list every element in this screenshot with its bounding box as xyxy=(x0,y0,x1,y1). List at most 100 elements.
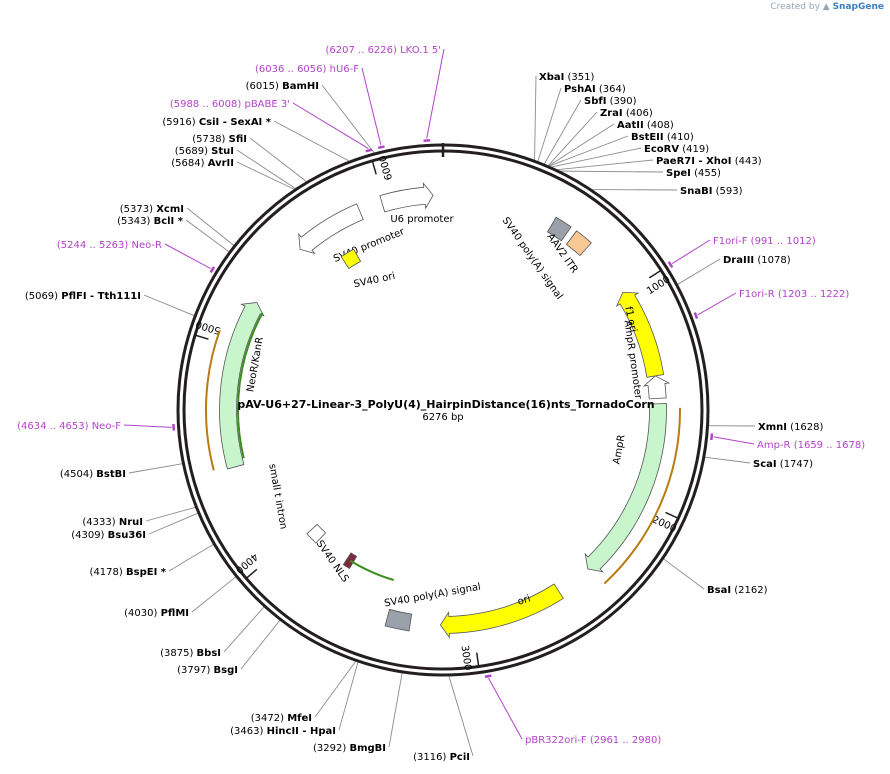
enzyme-coord: (4030) xyxy=(124,608,157,619)
feature-neor-kanr[interactable] xyxy=(219,302,265,470)
enzyme-spei[interactable]: SpeI (455) xyxy=(666,168,721,179)
feature-label-f1-ori: f1 ori xyxy=(622,306,638,334)
primer-pbabe-3[interactable]: (5988 .. 6008) pBABE 3' xyxy=(170,99,290,110)
leader-pshai xyxy=(537,87,562,162)
enzyme-bsgi[interactable]: (3797) BsgI xyxy=(177,665,238,676)
enzyme-name: PshAI xyxy=(564,84,596,95)
enzyme-xcmi[interactable]: (5373) XcmI xyxy=(120,204,184,215)
primer-leader-neo-f xyxy=(123,424,172,428)
primer-f1ori-r[interactable]: F1ori-R (1203 .. 1222) xyxy=(739,289,849,300)
enzyme-bsteii[interactable]: BstEII (410) xyxy=(631,132,694,143)
feature-sv40-promoter[interactable] xyxy=(298,203,364,255)
enzyme-name: EcoRV xyxy=(644,144,679,155)
primer-name: F1ori-R xyxy=(739,289,775,300)
enzyme-bamhi[interactable]: (6015) BamHI xyxy=(246,81,319,92)
enzyme-bsu36i[interactable]: (4309) Bsu36I xyxy=(71,530,146,541)
enzyme-bbsi[interactable]: (3875) BbsI xyxy=(160,648,221,659)
tick-6000 xyxy=(371,161,377,175)
leader-pflmi xyxy=(191,576,237,613)
feature-f1-ori[interactable] xyxy=(615,291,665,378)
enzyme-stui[interactable]: (5689) StuI xyxy=(175,146,234,157)
feature-sv40-poly-a-signal[interactable] xyxy=(384,608,413,632)
enzyme-bstbi[interactable]: (4504) BstBI xyxy=(60,469,126,480)
primer-name: pBR322ori-F xyxy=(525,735,587,746)
feature-sv40-nls[interactable] xyxy=(342,552,358,570)
feature-sv40-poly-a-signal[interactable] xyxy=(546,216,572,242)
orf-line xyxy=(237,312,264,459)
snapgene-credit: Created by ▲ SnapGene xyxy=(770,2,884,12)
enzyme-avrii[interactable]: (5684) AvrII xyxy=(171,158,234,169)
enzyme-csii[interactable]: (5916) CsiI - SexAI * xyxy=(162,117,271,128)
enzyme-name: ScaI xyxy=(753,459,777,470)
enzyme-name: BsaI xyxy=(707,585,731,596)
primer-mark-neo-r xyxy=(209,266,216,274)
feature-aav2-itr[interactable] xyxy=(565,230,592,257)
enzyme-name: AatII xyxy=(617,120,644,131)
leader-nrui xyxy=(145,506,196,522)
leader-bstbi xyxy=(128,463,183,474)
enzyme-coord: (5738) xyxy=(192,134,225,145)
enzyme-name: AvrII xyxy=(208,158,234,169)
orf-line xyxy=(349,559,394,581)
tick-2000 xyxy=(665,511,678,519)
primer-neo-f[interactable]: (4634 .. 4653) Neo-F xyxy=(17,421,121,432)
enzyme-sfii[interactable]: (5738) SfiI xyxy=(192,134,247,145)
enzyme-pflmi[interactable]: (4030) PflMI xyxy=(124,608,189,619)
enzyme-pshai[interactable]: PshAI (364) xyxy=(564,84,626,95)
enzyme-name: XmnI xyxy=(758,422,787,433)
enzyme-bcli[interactable]: (5343) BclI * xyxy=(117,216,184,227)
leader-draiii xyxy=(677,258,721,285)
primer-f1ori-f[interactable]: F1ori-F (991 .. 1012) xyxy=(713,236,816,247)
feature-ampr[interactable] xyxy=(584,403,667,573)
feature-small-t-intron[interactable] xyxy=(306,523,327,544)
enzyme-hincii[interactable]: (3463) HincII - HpaI xyxy=(230,726,336,737)
enzyme-coord: (3472) xyxy=(251,713,284,724)
enzyme-bmgbi[interactable]: (3292) BmgBI xyxy=(313,743,386,754)
enzyme-xbai[interactable]: XbaI (351) xyxy=(539,72,595,83)
enzyme-ecorv[interactable]: EcoRV (419) xyxy=(644,144,709,155)
enzyme-draiii[interactable]: DraIII (1078) xyxy=(723,255,791,266)
enzyme-coord: (390) xyxy=(610,96,637,107)
feature-label-sv40-ori: SV40 ori xyxy=(353,271,396,291)
primer-name: pBABE 3' xyxy=(244,99,290,110)
snapgene-logo-icon: ▲ xyxy=(822,2,830,12)
enzyme-coord: (410) xyxy=(667,132,694,143)
enzyme-zrai[interactable]: ZraI (406) xyxy=(600,108,653,119)
enzyme-sbfi[interactable]: SbfI (390) xyxy=(584,96,637,107)
enzyme-mfei[interactable]: (3472) MfeI xyxy=(251,713,312,724)
enzyme-pflfi[interactable]: (5069) PflFI - Tth111I xyxy=(25,291,141,302)
enzyme-xmni[interactable]: XmnI (1628) xyxy=(758,422,824,433)
primer-neo-r[interactable]: (5244 .. 5263) Neo-R xyxy=(57,240,162,251)
enzyme-bspei[interactable]: (4178) BspEI * xyxy=(90,567,167,578)
leader-stui xyxy=(236,149,296,190)
primer-amp-r[interactable]: Amp-R (1659 .. 1678) xyxy=(757,440,865,451)
enzyme-name: CsiI - SexAI * xyxy=(199,117,272,128)
credit-prefix: Created by xyxy=(770,2,820,12)
primer-lko-1-5[interactable]: (6207 .. 6226) LKO.1 5' xyxy=(326,45,442,56)
feature-label-ampr: AmpR xyxy=(612,434,628,465)
enzyme-aatii[interactable]: AatII (408) xyxy=(617,120,674,131)
leader-bamhi xyxy=(321,84,375,154)
feature-u6-promoter[interactable] xyxy=(379,182,434,213)
feature-sv40-ori[interactable] xyxy=(340,248,362,269)
feature-ampr-promoter[interactable] xyxy=(642,375,671,400)
primer-hu6-f[interactable]: (6036 .. 6056) hU6-F xyxy=(255,64,359,75)
primer-pbr322ori-f[interactable]: pBR322ori-F (2961 .. 2980) xyxy=(525,735,661,746)
enzyme-name: DraIII xyxy=(723,255,754,266)
enzyme-name: PaeR7I - XhoI xyxy=(656,156,732,167)
orf-line xyxy=(603,407,681,585)
primer-range: (1659 .. 1678) xyxy=(794,440,866,451)
feature-ori[interactable] xyxy=(439,583,564,639)
enzyme-scai[interactable]: ScaI (1747) xyxy=(753,459,813,470)
enzyme-coord: (1747) xyxy=(780,459,813,470)
primer-leader-hu6-f xyxy=(361,67,382,146)
enzyme-paer7i[interactable]: PaeR7I - XhoI (443) xyxy=(656,156,762,167)
enzyme-bsai[interactable]: BsaI (2162) xyxy=(707,585,768,596)
enzyme-name: XbaI xyxy=(539,72,564,83)
feature-label-sv40-poly-a-signal: SV40 poly(A) signal xyxy=(384,582,482,610)
enzyme-snabi[interactable]: SnaBI (593) xyxy=(680,186,743,197)
enzyme-coord: (1628) xyxy=(790,422,823,433)
enzyme-nrui[interactable]: (4333) NruI xyxy=(82,517,143,528)
enzyme-pcii[interactable]: (3116) PciI xyxy=(413,752,470,763)
primer-leader-pbabe-3 xyxy=(292,102,369,149)
